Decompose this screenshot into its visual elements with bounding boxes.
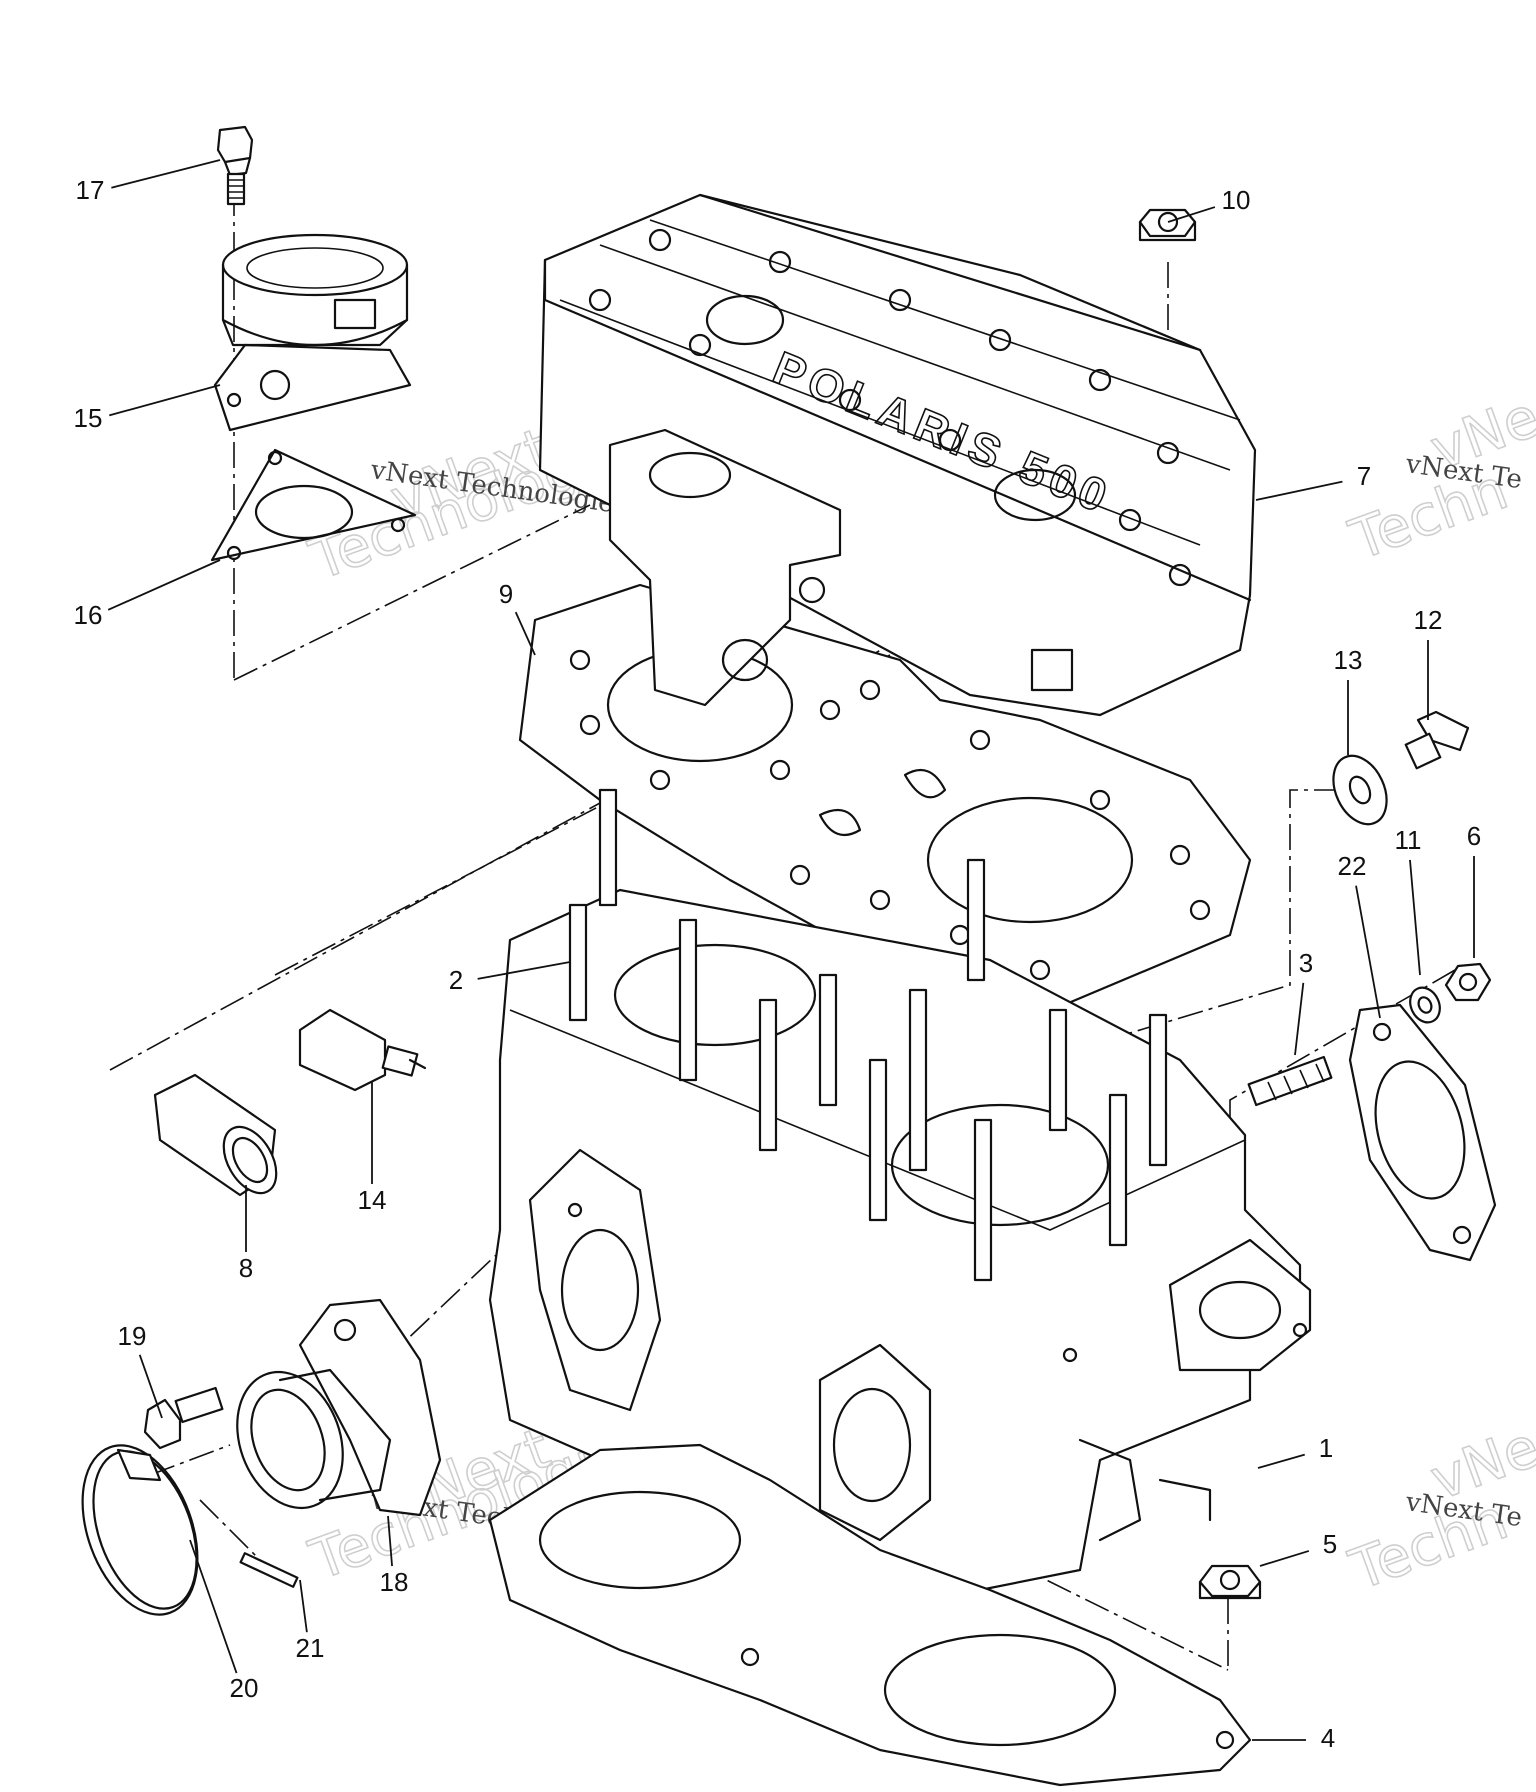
leader-11 bbox=[1409, 859, 1421, 976]
callout-2: 2 bbox=[449, 965, 463, 995]
part-12-bolt bbox=[1404, 710, 1470, 770]
callout-5: 5 bbox=[1323, 1529, 1337, 1559]
callout-leaders bbox=[107, 159, 1475, 1741]
part-4-base-gasket bbox=[488, 1443, 1252, 1787]
callout-6: 6 bbox=[1467, 821, 1481, 851]
leader-1 bbox=[1257, 1453, 1305, 1469]
leader-15 bbox=[109, 384, 221, 417]
part-20-clamp bbox=[81, 1444, 199, 1616]
leader-22 bbox=[1355, 885, 1381, 1019]
callout-21: 21 bbox=[296, 1633, 325, 1663]
callout-9: 9 bbox=[499, 579, 513, 609]
leader-21 bbox=[299, 1579, 308, 1633]
callout-3: 3 bbox=[1299, 948, 1313, 978]
leader-7 bbox=[1255, 480, 1343, 501]
leader-3 bbox=[1294, 982, 1305, 1056]
part-17-bolt bbox=[216, 125, 254, 206]
part-7-outlet-tower bbox=[608, 428, 842, 707]
part-22-exhaust-gasket bbox=[1348, 1003, 1497, 1262]
callout-12: 12 bbox=[1414, 605, 1443, 635]
callout-19: 19 bbox=[118, 1321, 147, 1351]
part-7-cylinder-head: POLARIS 500 bbox=[538, 193, 1257, 717]
leader-20 bbox=[189, 1539, 238, 1674]
part-18-intake-boot bbox=[236, 1298, 442, 1517]
callout-14: 14 bbox=[358, 1185, 387, 1215]
part-14-temp-sensor bbox=[298, 1008, 427, 1092]
part-21-screw bbox=[239, 1552, 299, 1588]
callout-1: 1 bbox=[1319, 1433, 1333, 1463]
leader-5 bbox=[1259, 1550, 1310, 1567]
callout-15: 15 bbox=[74, 403, 103, 433]
leader-10 bbox=[1167, 206, 1216, 223]
leader-9 bbox=[514, 611, 536, 656]
part-5-nut bbox=[1198, 1564, 1262, 1600]
leader-2 bbox=[477, 961, 571, 980]
callout-13: 13 bbox=[1334, 645, 1363, 675]
leader-18 bbox=[387, 1515, 393, 1567]
callout-22: 22 bbox=[1338, 851, 1367, 881]
part-6-nut bbox=[1444, 962, 1492, 1002]
callout-16: 16 bbox=[74, 600, 103, 630]
part-1-cylinder-block bbox=[488, 888, 1312, 1592]
part-13-washer bbox=[1332, 754, 1388, 826]
part-10-nut bbox=[1138, 208, 1197, 242]
part-11-washer bbox=[1409, 986, 1441, 1024]
callout-10: 10 bbox=[1222, 185, 1251, 215]
part-8-plug bbox=[153, 1073, 278, 1197]
leader-17 bbox=[111, 159, 221, 189]
callout-18: 18 bbox=[380, 1567, 409, 1597]
callout-4: 4 bbox=[1321, 1723, 1335, 1753]
leader-16 bbox=[107, 559, 221, 611]
callout-20: 20 bbox=[230, 1673, 259, 1703]
callout-8: 8 bbox=[239, 1253, 253, 1283]
part-3-stud bbox=[1247, 1055, 1333, 1107]
part-16-gasket bbox=[210, 448, 417, 562]
part-19-bolt bbox=[143, 1386, 224, 1450]
callout-17: 17 bbox=[76, 175, 105, 205]
leader-19 bbox=[138, 1354, 163, 1419]
callout-11: 11 bbox=[1395, 825, 1422, 855]
callout-7: 7 bbox=[1357, 461, 1371, 491]
part-15-outlet-housing bbox=[213, 233, 412, 432]
